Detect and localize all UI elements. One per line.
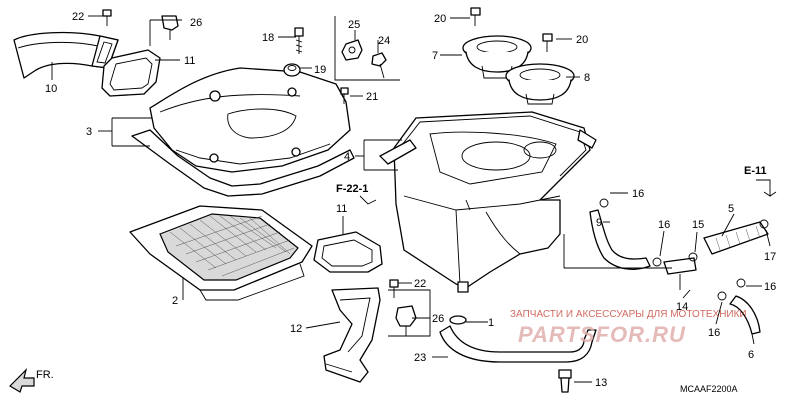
- part-hose-9: [589, 209, 651, 270]
- part-drain-tube: [439, 315, 597, 363]
- callout-7: 7: [432, 50, 438, 62]
- callout-15: 15: [692, 219, 704, 231]
- part-bolt-22-lower: [389, 279, 399, 298]
- ref-e-11: E-11: [744, 165, 767, 177]
- diagram-code: MCAAF2200A: [680, 384, 738, 394]
- part-lower-duct: [323, 287, 381, 383]
- part-joint-14: [663, 257, 697, 290]
- part-screw-21: [340, 87, 349, 104]
- callout-9: 9: [596, 217, 602, 229]
- callout-24: 24: [378, 35, 390, 47]
- callout-1: 1: [488, 317, 494, 329]
- front-arrow-icon: [9, 368, 35, 393]
- part-clamps-16: [599, 198, 769, 301]
- callout-16-b: 16: [658, 219, 670, 231]
- callout-13: 13: [595, 377, 607, 389]
- callout-8: 8: [584, 72, 590, 84]
- callout-11-middle: 11: [336, 203, 347, 215]
- callout-20-top: 20: [434, 13, 446, 25]
- front-label: FR.: [36, 369, 54, 381]
- part-grommet: [283, 63, 301, 77]
- part-cleaner-case-cover: [131, 67, 355, 197]
- part-seal-upper: [101, 49, 161, 97]
- ref-f22-1: F-22-1: [336, 183, 368, 195]
- watermark-logo: PARTSFOR.RU: [518, 322, 686, 347]
- callout-14: 14: [676, 301, 688, 313]
- callout-5: 5: [728, 203, 734, 215]
- callout-6: 6: [748, 349, 754, 361]
- callout-11-top: 11: [184, 55, 195, 67]
- callout-12: 12: [290, 323, 302, 335]
- callout-16-c: 16: [764, 281, 776, 293]
- watermark: ЗАПЧАСТИ И АКСЕССУАРЫ ДЛЯ МОТОТЕХНИКИ PA…: [510, 309, 747, 347]
- callout-3: 3: [86, 126, 92, 138]
- part-clip-26-lower: [388, 289, 431, 337]
- callout-10: 10: [45, 83, 57, 95]
- part-breather-5: [703, 221, 769, 255]
- part-seal-middle: [313, 231, 383, 273]
- callout-16-d: 16: [708, 327, 720, 339]
- callout-18: 18: [262, 32, 274, 44]
- part-bolt-20-right: [542, 33, 553, 52]
- callout-22-top: 22: [72, 11, 84, 23]
- callout-labels: 22 26 10 11 3 18 19 25 24 21 20 20 7 8 4…: [36, 11, 776, 394]
- callout-23: 23: [414, 352, 426, 364]
- part-drain-clip-13: [558, 369, 572, 393]
- part-group-box: [334, 16, 400, 81]
- part-screw-18: [294, 27, 304, 54]
- callout-20-right: 20: [576, 34, 588, 46]
- callout-26-top: 26: [190, 17, 202, 29]
- part-filter-element: [129, 205, 313, 301]
- callout-2: 2: [172, 295, 178, 307]
- leader-lines: [51, 15, 777, 383]
- callout-17: 17: [764, 251, 776, 263]
- callout-22-lower: 22: [414, 278, 426, 290]
- callout-19: 19: [314, 64, 326, 76]
- part-clip-26-top: [161, 15, 179, 40]
- callout-25: 25: [348, 19, 360, 31]
- callout-16-a: 16: [632, 188, 644, 200]
- part-bolt-22-top: [102, 9, 112, 26]
- callout-21: 21: [366, 91, 378, 103]
- callout-26-lower: 26: [432, 313, 444, 325]
- part-bolt-20-top: [470, 7, 481, 26]
- part-funnel-8: [505, 63, 575, 105]
- watermark-tagline: ЗАПЧАСТИ И АКСЕССУАРЫ ДЛЯ МОТОТЕХНИКИ: [510, 309, 747, 320]
- part-air-intake-duct: [13, 31, 119, 79]
- part-cleaner-case: [379, 111, 597, 293]
- part-funnel-7: [462, 35, 532, 79]
- callout-4: 4: [344, 151, 350, 163]
